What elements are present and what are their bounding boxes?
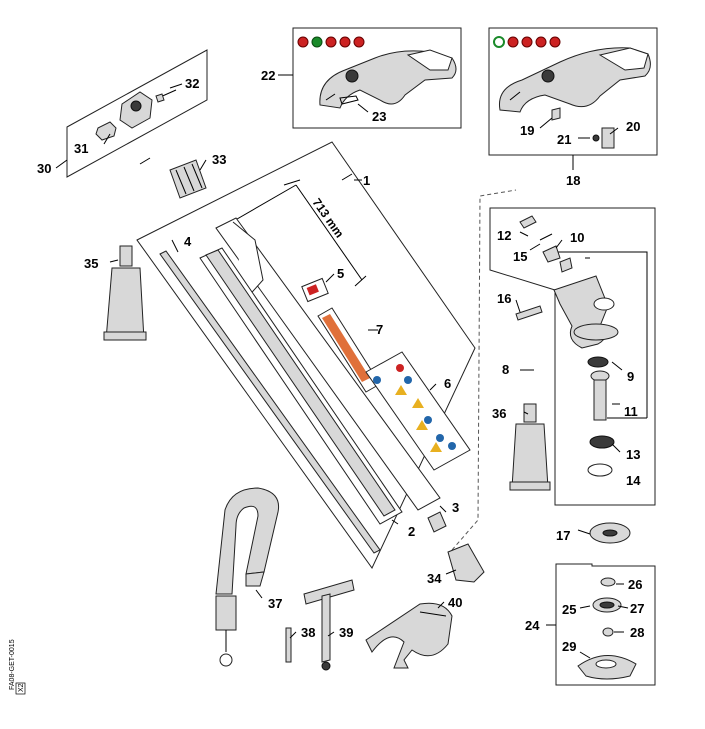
warning-icons-row-right: [493, 36, 561, 48]
clamp-box: [66, 49, 208, 178]
decal-symbols: [373, 364, 456, 452]
label-3: 3: [452, 500, 459, 515]
label-22: 22: [261, 68, 275, 83]
label-40: 40: [448, 595, 462, 610]
gear-head-box: [489, 207, 656, 506]
label-16: 16: [497, 291, 511, 306]
label-5: 5: [337, 266, 344, 281]
label-6: 6: [444, 376, 451, 391]
handle-housing-box: [292, 27, 462, 129]
label-38: 38: [301, 625, 315, 640]
label-39: 39: [339, 625, 353, 640]
label-35: 35: [84, 256, 98, 271]
drive-tube-box: [136, 141, 476, 569]
label-27: 27: [630, 601, 644, 616]
label-2: 2: [408, 524, 415, 539]
label-13: 13: [626, 447, 640, 462]
label-10: 10: [570, 230, 584, 245]
label-28: 28: [630, 625, 644, 640]
label-18: 18: [566, 173, 580, 188]
dimension-label: 713 mm: [310, 196, 347, 241]
label-14: 14: [626, 473, 641, 488]
thrust-plate: [589, 522, 631, 544]
label-24: 24: [525, 618, 540, 633]
harness-strap: [215, 487, 280, 667]
label-15: 15: [513, 249, 527, 264]
mowing-head-box: [555, 563, 656, 686]
label-29: 29: [562, 639, 576, 654]
grease-tube-right: [509, 403, 551, 491]
handle-housing-box-alt: [488, 27, 658, 156]
figure-code: FA08-GET-0015 X2: [9, 639, 26, 695]
label-33: 33: [212, 152, 226, 167]
label-21: 21: [557, 132, 571, 147]
label-34: 34: [427, 571, 442, 586]
label-4: 4: [184, 234, 192, 249]
combination-wrench: [303, 579, 355, 671]
grease-tube-left: [103, 245, 147, 341]
warning-icons-row-left: [297, 36, 365, 48]
label-12: 12: [497, 228, 511, 243]
tool-pin: [285, 627, 292, 663]
figure-code-text: FA08-GET-0015: [9, 639, 16, 690]
label-19: 19: [520, 123, 534, 138]
label-8: 8: [502, 362, 509, 377]
label-23: 23: [372, 109, 386, 124]
sleeve-part: [169, 159, 207, 199]
label-7: 7: [376, 322, 383, 337]
part-labels: 1 2 3 4 5 6 7 8 9 10 11 12 13 14 15 16 1…: [37, 68, 644, 654]
label-31: 31: [74, 141, 88, 156]
safety-glasses: [365, 602, 453, 669]
leader-lines: [103, 83, 629, 659]
label-1: 1: [363, 173, 370, 188]
label-17: 17: [556, 528, 570, 543]
label-37: 37: [268, 596, 282, 611]
label-30: 30: [37, 161, 51, 176]
protective-cap: [447, 543, 485, 583]
figure-code-suffix: X2: [18, 683, 25, 692]
label-25: 25: [562, 602, 576, 617]
label-20: 20: [626, 119, 640, 134]
label-36: 36: [492, 406, 506, 421]
label-32: 32: [185, 76, 199, 91]
label-26: 26: [628, 577, 642, 592]
label-11: 11: [624, 404, 638, 419]
label-9: 9: [627, 369, 634, 384]
